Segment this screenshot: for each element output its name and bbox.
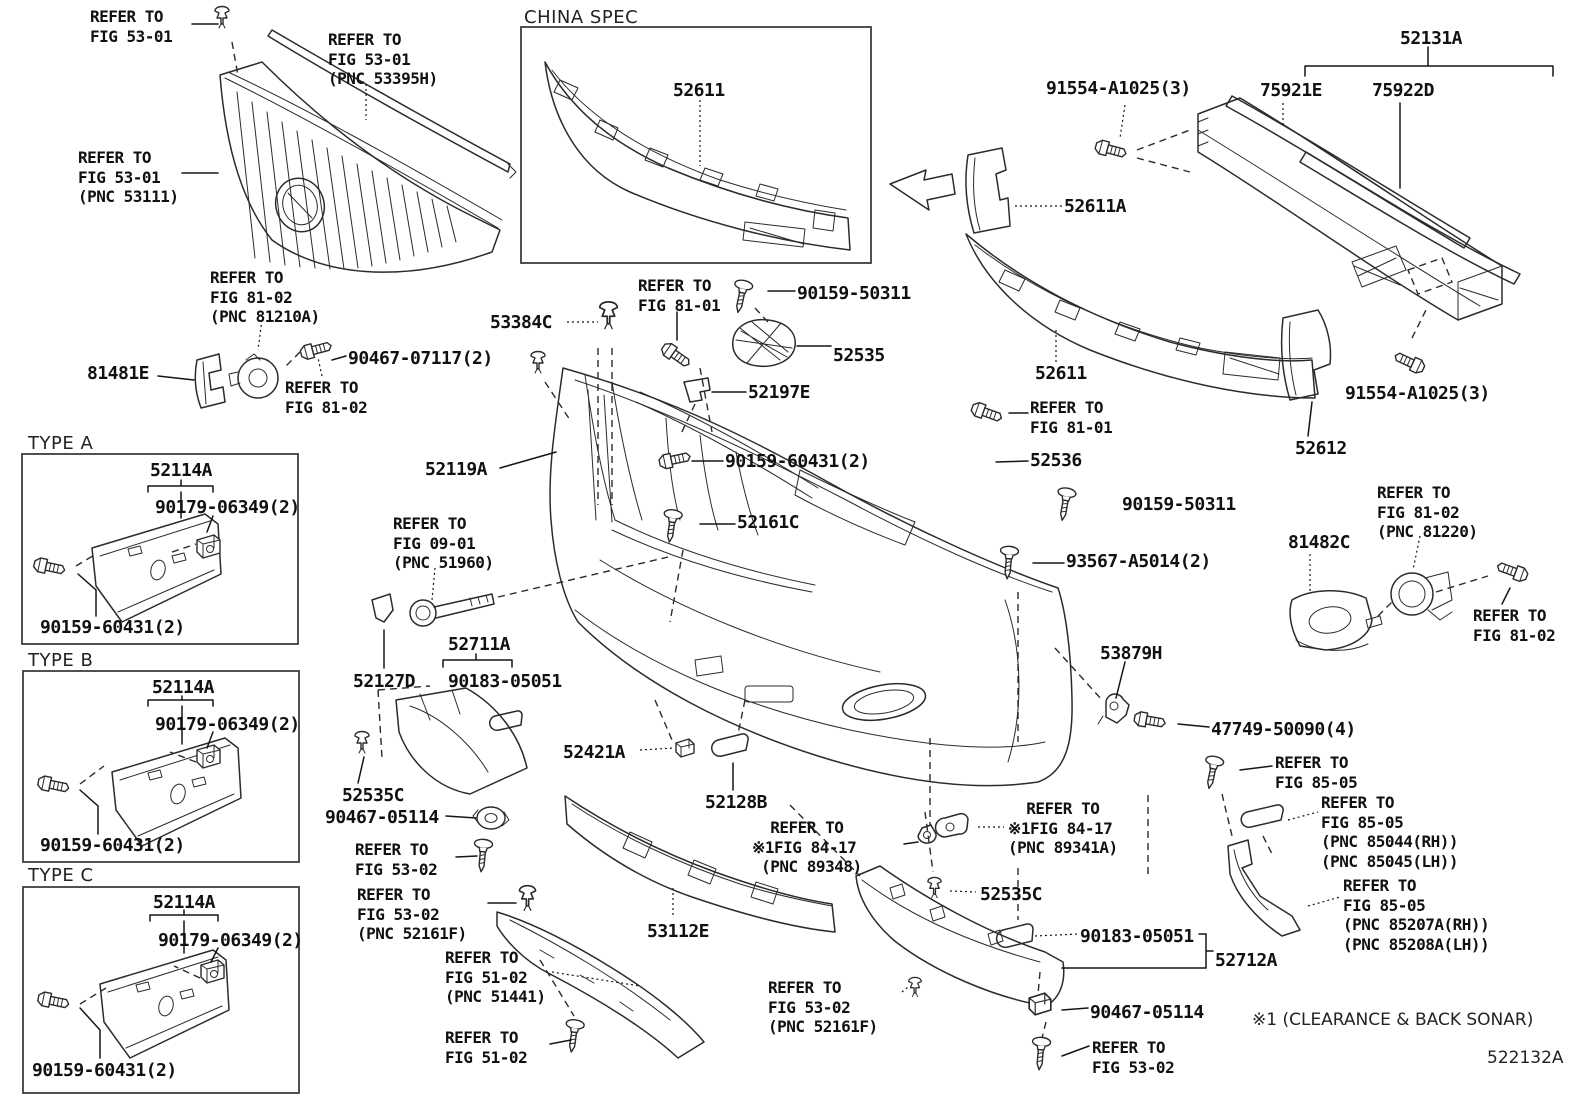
part-91554-left: 91554-A1025(3) [1046,78,1191,99]
part-52119a: 52119A [425,459,488,480]
reinforcement-sketch [1197,95,1521,321]
ref-fig8102-right: REFER TO FIG 81-02 [1473,606,1556,645]
part-90159-60431-center: 90159-60431(2) [725,451,870,472]
ref-fig5301-53111: REFER TO FIG 53-01 (PNC 53111) [78,148,179,207]
part-52536: 52536 [1030,450,1082,471]
fog-sensor-left-sketch [194,353,279,409]
license-bracket-type-b-sketch [111,737,242,847]
ref-fig8102-left: REFER TO FIG 81-02 [285,378,368,417]
sonar-sensor-sketch [917,693,1130,844]
part-81482c: 81482C [1288,532,1351,553]
part-52535: 52535 [833,345,885,366]
part-47749-50090: 47749-50090(4) [1211,719,1356,740]
side-support-sketch [395,687,528,795]
tow-hook-sketch [371,593,495,627]
part-90467-05114-left: 90467-05114 [325,807,439,828]
assembly-dashed-lines [75,41,1489,1039]
part-90159-50311-center: 90159-50311 [797,283,911,304]
ref-fig5102-51441: REFER TO FIG 51-02 (PNC 51441) [445,948,546,1007]
part-52127d: 52127D [353,671,416,692]
energy-absorber-right-sketch [965,147,1332,401]
part-90467-07117: 90467-07117(2) [348,348,493,369]
ref-fig8102-81220: REFER TO FIG 81-02 (PNC 81220) [1377,483,1478,542]
part-52612: 52612 [1295,438,1347,459]
part-52128b: 52128B [705,792,768,813]
ref-fig5301-clip: REFER TO FIG 53-01 [90,7,173,46]
note-sonar: ※1 (CLEARANCE & BACK SONAR) [1252,1010,1534,1030]
ref-fig5302-left: REFER TO FIG 53-02 [355,840,438,879]
part-75921e: 75921E [1260,80,1323,101]
part-90159-60431-a: 90159-60431(2) [40,617,185,638]
ref-fig5302-bottom: REFER TO FIG 53-02 [1092,1038,1175,1077]
part-90179-06349-c: 90179-06349(2) [158,930,303,951]
part-52161c: 52161C [737,512,800,533]
part-52114a-b: 52114A [152,677,215,698]
part-52611a: 52611A [1064,196,1127,217]
fog-lamp-sketch [1289,571,1453,651]
ref-fig8505-85207a: REFER TO FIG 85-05 (PNC 85207A(RH)) (PNC… [1343,876,1490,954]
part-93567-a5014: 93567-A5014(2) [1066,551,1211,572]
diagram-code: 522132A [1487,1048,1564,1068]
part-90183-05051-right: 90183-05051 [1080,926,1194,947]
hdr-china-spec: CHINA SPEC [524,7,639,28]
china-absorber-sketch [544,61,851,251]
ref-fig8505-85044: REFER TO FIG 85-05 (PNC 85044(RH)) (PNC … [1321,793,1459,871]
part-90159-60431-b: 90159-60431(2) [40,835,185,856]
part-91554-right: 91554-A1025(3) [1345,383,1490,404]
pads-sketch [472,710,1034,949]
part-53384c: 53384C [490,312,553,333]
part-53879h: 53879H [1100,643,1163,664]
leader-lines [77,23,1554,1059]
part-52535c-left: 52535C [342,785,405,806]
bracket-85-05-sketch [1227,804,1301,937]
part-90467-05114-right: 90467-05114 [1090,1002,1204,1023]
ref-fig8417-89348: REFER TO ※1FIG 84-17 (PNC 89348) [752,818,862,877]
part-90159-60431-c: 90159-60431(2) [32,1060,177,1081]
part-52535c-right: 52535C [980,884,1043,905]
part-52712a: 52712A [1215,950,1278,971]
china-spec-box [520,26,872,264]
under-cover-sketch [496,911,705,1059]
retainer-52535-sketch [683,318,796,403]
part-75922d: 75922D [1372,80,1435,101]
part-52114a-c: 52114A [153,892,216,913]
type-variant-boxes [21,453,300,1094]
part-90159-50311-right: 90159-50311 [1122,494,1236,515]
part-90179-06349-a: 90179-06349(2) [155,497,300,518]
grille-sketch [219,61,503,273]
ref-fig8505-screw: REFER TO FIG 85-05 [1275,753,1358,792]
ref-fig8102-81210a: REFER TO FIG 81-02 (PNC 81210A) [210,268,320,327]
part-52131a: 52131A [1400,28,1463,49]
ref-fig8417-89341a: REFER TO ※1FIG 84-17 (PNC 89341A) [1008,799,1118,858]
license-bracket-type-a-sketch [91,513,222,623]
ref-fig5302-52161f-bottom: REFER TO FIG 53-02 (PNC 52161F) [768,978,878,1037]
part-52711a: 52711A [448,634,511,655]
ref-fig5302-52161f-left: REFER TO FIG 53-02 (PNC 52161F) [357,885,467,944]
ref-fig8101-center: REFER TO FIG 81-01 [638,276,721,315]
arrow-icon [889,169,956,211]
part-53112e: 53112E [647,921,710,942]
hdr-type-b: TYPE B [28,650,94,671]
part-52611-right: 52611 [1035,363,1087,384]
hdr-type-c: TYPE C [28,865,94,886]
lower-absorber-sketch [564,795,836,933]
part-52421a: 52421A [563,742,626,763]
ref-fig5301-53395h: REFER TO FIG 53-01 (PNC 53395H) [328,30,438,89]
ref-fig5102: REFER TO FIG 51-02 [445,1028,528,1067]
part-52197e: 52197E [748,382,811,403]
part-52114a-a: 52114A [150,460,213,481]
part-90179-06349-b: 90179-06349(2) [155,714,300,735]
part-52611-china: 52611 [673,80,725,101]
ref-fig8101-right: REFER TO FIG 81-01 [1030,398,1113,437]
hdr-type-a: TYPE A [28,433,94,454]
ref-fig0901-51960: REFER TO FIG 09-01 (PNC 51960) [393,514,494,573]
part-90183-05051-left: 90183-05051 [448,671,562,692]
hood-seal-strip-sketch [267,29,517,179]
part-81481e: 81481E [87,363,150,384]
bumper-cover-sketch [549,367,1073,787]
